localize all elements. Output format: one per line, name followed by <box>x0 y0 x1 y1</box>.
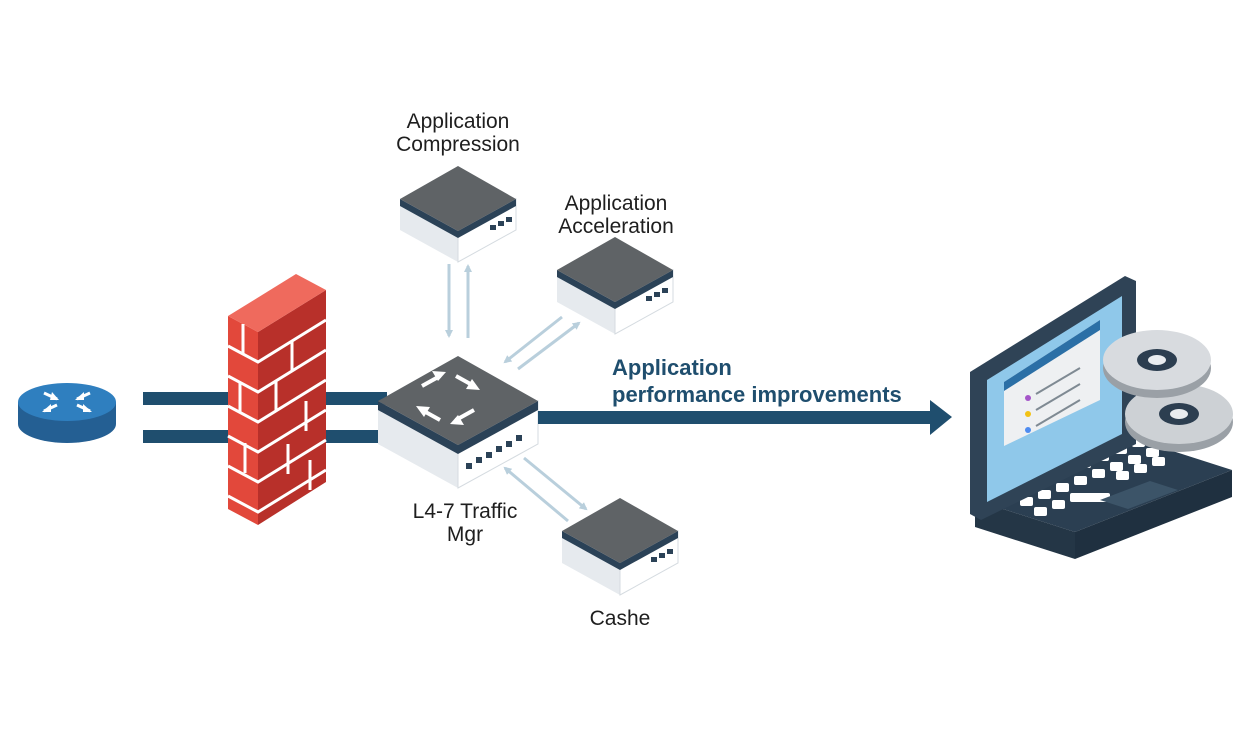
acceleration-label: Application Acceleration <box>536 192 696 238</box>
traffic-manager-label: L4-7 Traffic Mgr <box>390 500 540 546</box>
compression-label-line-1: Application <box>406 110 510 133</box>
cache-appliance <box>562 498 679 596</box>
acceleration-label-line-2: Acceleration <box>558 215 674 238</box>
cache-label: Cashe <box>560 607 680 630</box>
cache-label-text: Cashe <box>589 607 651 630</box>
traffic-manager-label-line-1: L4-7 Traffic <box>412 500 518 523</box>
headline-line-1: Application <box>612 355 732 380</box>
disc-icon <box>1103 330 1233 452</box>
headline-line-2: performance improvements <box>612 382 902 407</box>
flow-arrows <box>445 264 588 523</box>
router-icon <box>18 383 116 443</box>
compression-label: Application Compression <box>378 110 538 156</box>
compression-label-line-2: Compression <box>396 133 520 156</box>
compression-appliance <box>400 166 517 263</box>
acceleration-label-line-1: Application <box>564 192 668 215</box>
performance-headline: Application performance improvements <box>612 354 902 408</box>
traffic-manager-switch-icon <box>378 356 539 489</box>
laptop-icon <box>970 276 1232 559</box>
traffic-manager-label-line-2: Mgr <box>446 523 484 546</box>
firewall-icon <box>227 274 327 525</box>
performance-arrow <box>538 400 952 435</box>
acceleration-appliance <box>557 237 674 335</box>
